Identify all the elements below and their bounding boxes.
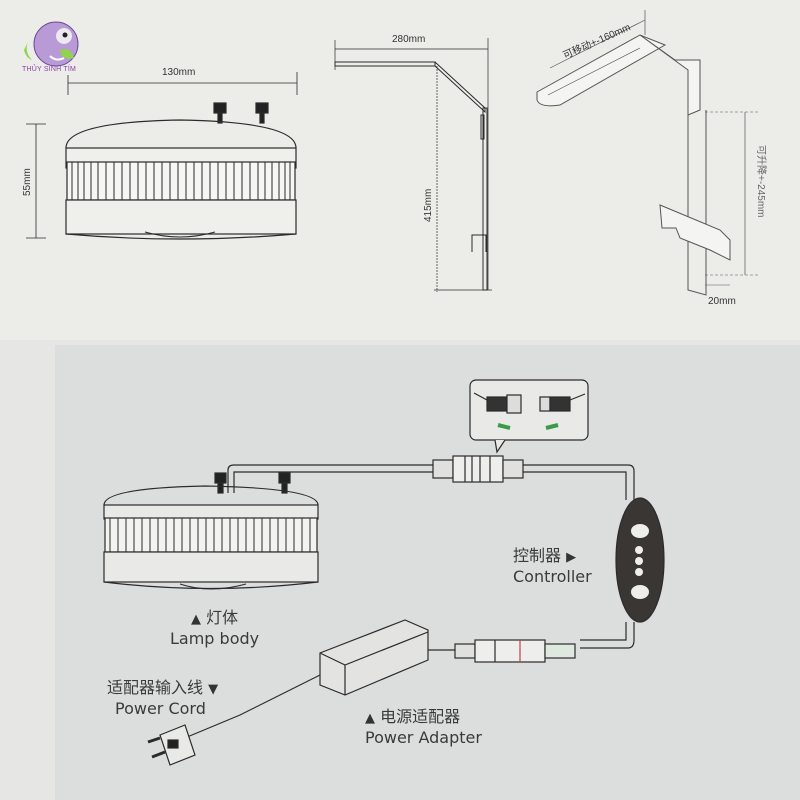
lamp-side-view [26, 72, 298, 240]
lamp-width-label: 130mm [162, 67, 196, 78]
triangle-up-icon: ▲ [365, 711, 375, 726]
fish-logo-icon [24, 21, 79, 67]
triangle-down-icon: ▼ [208, 682, 219, 697]
power-adapter-label: ▲ 电源适配器 Power Adapter [365, 707, 482, 747]
mode-button [631, 585, 649, 599]
bracket-thickness-label: 20mm [708, 296, 736, 307]
lamp-body-label: ▲ 灯体 Lamp body [170, 608, 260, 648]
bracket-drawing [536, 10, 760, 296]
arm-width-label: 280mm [392, 34, 426, 45]
triangle-up-icon: ▲ [191, 612, 201, 627]
controller-buttons [631, 524, 649, 599]
arm-drawing [334, 38, 492, 292]
controller-label: 控制器 ▶ Controller [513, 546, 592, 586]
bracket-lift-label: 可升降+-245mm [755, 145, 766, 218]
power-cord-label: 适配器输入线 ▼ Power Cord [107, 678, 219, 718]
lamp-fins-bottom [109, 518, 311, 552]
brand-text: THỦY SINH TÍM [22, 66, 77, 73]
fin-stripes [71, 162, 291, 200]
arm-height-label: 415mm [423, 188, 434, 222]
power-button [631, 524, 649, 538]
triangle-right-icon: ▶ [566, 550, 577, 565]
lamp-height-label: 55mm [22, 168, 33, 196]
